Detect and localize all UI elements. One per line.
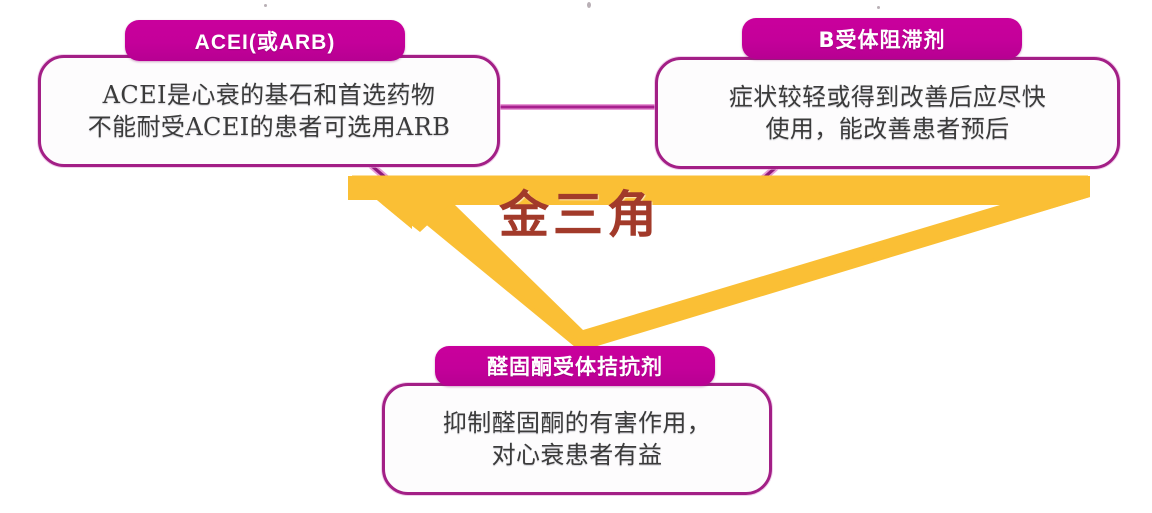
node-beta-blocker-text: 症状较轻或得到改善后应尽快 使用，能改善患者预后: [655, 57, 1120, 169]
node-acei-line-2: 不能耐受ACEI的患者可选用ARB: [87, 113, 451, 141]
node-aldosterone-text: 抑制醛固酮的有害作用， 对心衰患者有益: [382, 383, 772, 495]
node-acei-badge-label: ACEI(或ARB): [194, 30, 336, 54]
node-acei[interactable]: ACEI是心衰的基石和首选药物 不能耐受ACEI的患者可选用ARB: [38, 55, 500, 167]
node-beta-blocker-card: [655, 57, 1120, 169]
node-aldosterone-line-1: 抑制醛固酮的有害作用，: [442, 408, 712, 437]
node-acei-text: ACEI是心衰的基石和首选药物 不能耐受ACEI的患者可选用ARB: [38, 55, 500, 167]
downward-chevron-arrow: [348, 175, 1090, 347]
node-aldosterone-line-2: 对心衰患者有益: [491, 441, 663, 469]
node-beta-blocker-line-2: 使用，能改善患者预后: [765, 115, 1010, 143]
center-title-label: 金三角: [499, 185, 661, 244]
node-beta-blocker-badge[interactable]: B受体阻滞剂: [742, 18, 1022, 59]
node-acei-card: [38, 55, 500, 167]
scan-speck: [264, 4, 267, 7]
node-beta-blocker-line-1: 症状较轻或得到改善后应尽快: [728, 82, 1047, 111]
scan-speck: [877, 6, 880, 9]
node-acei-badge[interactable]: ACEI(或ARB): [125, 20, 405, 61]
node-acei-line-1: ACEI是心衰的基石和首选药物: [102, 80, 436, 109]
node-beta-blocker[interactable]: 症状较轻或得到改善后应尽快 使用，能改善患者预后: [655, 57, 1120, 169]
node-aldosterone[interactable]: 抑制醛固酮的有害作用， 对心衰患者有益: [382, 383, 772, 495]
scan-speck: [587, 2, 591, 8]
node-beta-blocker-badge-label: B受体阻滞剂: [818, 27, 946, 52]
node-aldosterone-badge[interactable]: 醛固酮受体拮抗剂: [435, 346, 715, 386]
node-aldosterone-badge-label: 醛固酮受体拮抗剂: [487, 355, 663, 379]
node-aldosterone-card: [382, 383, 772, 495]
